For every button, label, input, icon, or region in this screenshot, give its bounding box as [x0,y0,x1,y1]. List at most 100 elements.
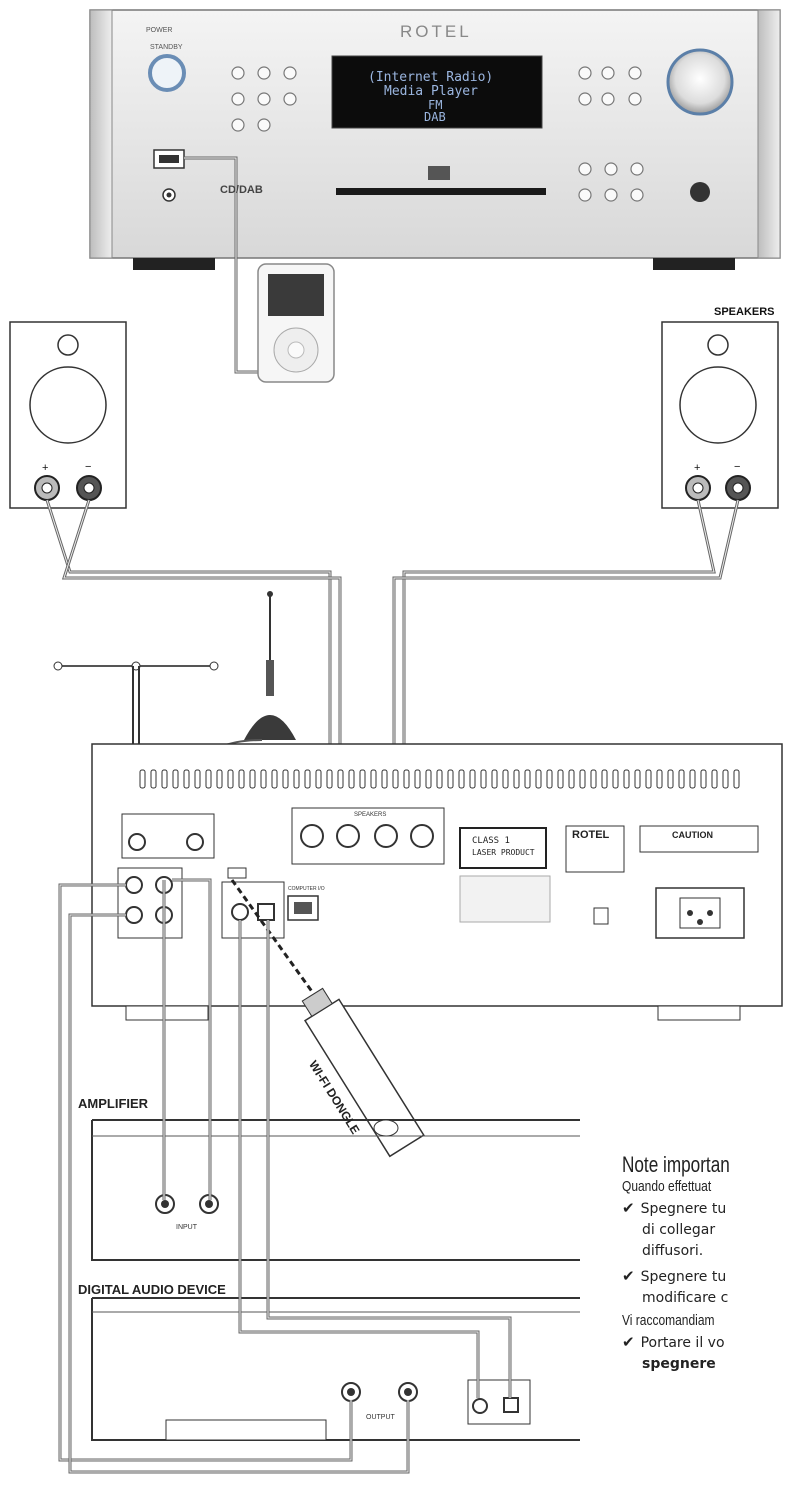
rear-spk-terminal-2[interactable] [336,824,360,848]
vent-slot [568,769,575,789]
vent-slot [447,769,454,789]
front-display [331,55,543,129]
vent-slot [678,769,685,789]
info-text-block [459,875,551,923]
vent-slot [634,769,641,789]
analog-jack-1[interactable] [125,876,143,894]
vent-slot [733,769,740,789]
standby-label: STANDBY [150,44,183,51]
vent-slot [249,769,256,789]
dad-optical-output[interactable] [503,1397,519,1413]
speaker-left-plus-label: + [42,462,49,474]
display-line-4: DAB [424,110,446,124]
note-item-1-line-3: diffusori. [642,1243,704,1259]
vent-slot [161,769,168,789]
note-item-1-line-2: di collegar [642,1222,716,1238]
digital-audio-device-label: DIGITAL AUDIO DEVICE [78,1282,226,1297]
dad-coax-output[interactable] [472,1398,488,1414]
weee-icon [593,907,609,925]
analog-jack-3[interactable] [125,906,143,924]
front-foot-left [133,258,215,270]
fm-antenna-input[interactable] [128,833,146,851]
vent-slot [370,769,377,789]
vent-slot [579,769,586,789]
power-label: POWER [146,27,173,34]
notes-title: Note importan [622,1152,730,1177]
disc-logo [428,166,450,180]
note-item-2: ✔ Spegnere tu modificare c [622,1266,728,1309]
vent-slot [326,769,333,789]
vent-slot [436,769,443,789]
vent-slot [414,769,421,789]
speaker-right [661,321,779,509]
note-item-3-line-1: Portare il vo [640,1335,725,1351]
front-panel [89,9,781,270]
notes-subtitle: Quando effettuat [622,1178,712,1195]
vent-slot [315,769,322,789]
vent-slot [601,769,608,789]
vent-slot [205,769,212,789]
notes-subtitle-2: Vi raccomandiam [622,1312,715,1329]
rear-panel [91,743,783,1021]
vent-slot [722,769,729,789]
vent-slot [403,769,410,789]
vent-slot [304,769,311,789]
dab-antenna-input[interactable] [186,833,204,851]
vent-slot [172,769,179,789]
laser-label-line-2: LASER PRODUCT [472,848,535,857]
model-label: CD/DAB [220,184,263,196]
vent-slot [282,769,289,789]
volume-knob[interactable] [666,48,734,116]
rotel-rating-label [565,825,625,873]
vent-slot [183,769,190,789]
display-line-1: (Internet Radio) [368,70,494,85]
speakers-label: SPEAKERS [714,306,775,318]
note-item-2-line-1: Spegnere tu [640,1269,727,1285]
right-button-cluster [578,66,644,202]
vent-slot [227,769,234,789]
rear-spk-terminal-1[interactable] [300,824,324,848]
ir-window [690,182,710,202]
check-icon: ✔ [622,1333,635,1351]
vent-slot [689,769,696,789]
laser-class-label [459,827,547,869]
check-icon: ✔ [622,1199,635,1217]
coaxial-input[interactable] [231,903,249,921]
amplifier-label: AMPLIFIER [78,1096,149,1111]
vent-slot [612,769,619,789]
check-icon: ✔ [622,1267,635,1285]
vent-slot [513,769,520,789]
display-line-2: Media Player [384,84,478,99]
vent-slot [557,769,564,789]
speaker-right-minus-label: − [734,461,741,473]
speaker-cable-left [45,499,342,820]
front-brand: ROTEL [400,22,472,41]
speaker-left [9,321,127,509]
dongle-port[interactable] [227,867,247,879]
vent-slot [150,769,157,789]
caution-label [639,825,759,853]
digital-cables [238,920,512,1398]
vent-slot [381,769,388,789]
vent-slot [469,769,476,789]
vent-slot [667,769,674,789]
note-item-1: ✔ Spegnere tu di collegar diffusori. [622,1198,726,1262]
note-item-2-line-2: modificare c [642,1290,729,1306]
vent-slot [458,769,465,789]
optical-input[interactable] [257,903,275,921]
rear-spk-terminal-4[interactable] [410,824,434,848]
speaker-cable-right [392,499,740,820]
note-item-1-line-1: Spegnere tu [640,1201,727,1217]
vent-slot [480,769,487,789]
vent-slot [546,769,553,789]
vent-slot [359,769,366,789]
dad-output-label: OUTPUT [366,1414,395,1421]
wifi-dongle [301,987,425,1158]
amplifier [91,1119,580,1261]
standby-button[interactable] [148,54,186,92]
vent-slot [337,769,344,789]
vent-slot [139,769,146,789]
vent-slot [623,769,630,789]
vent-slot [293,769,300,789]
rear-spk-terminal-3[interactable] [374,824,398,848]
